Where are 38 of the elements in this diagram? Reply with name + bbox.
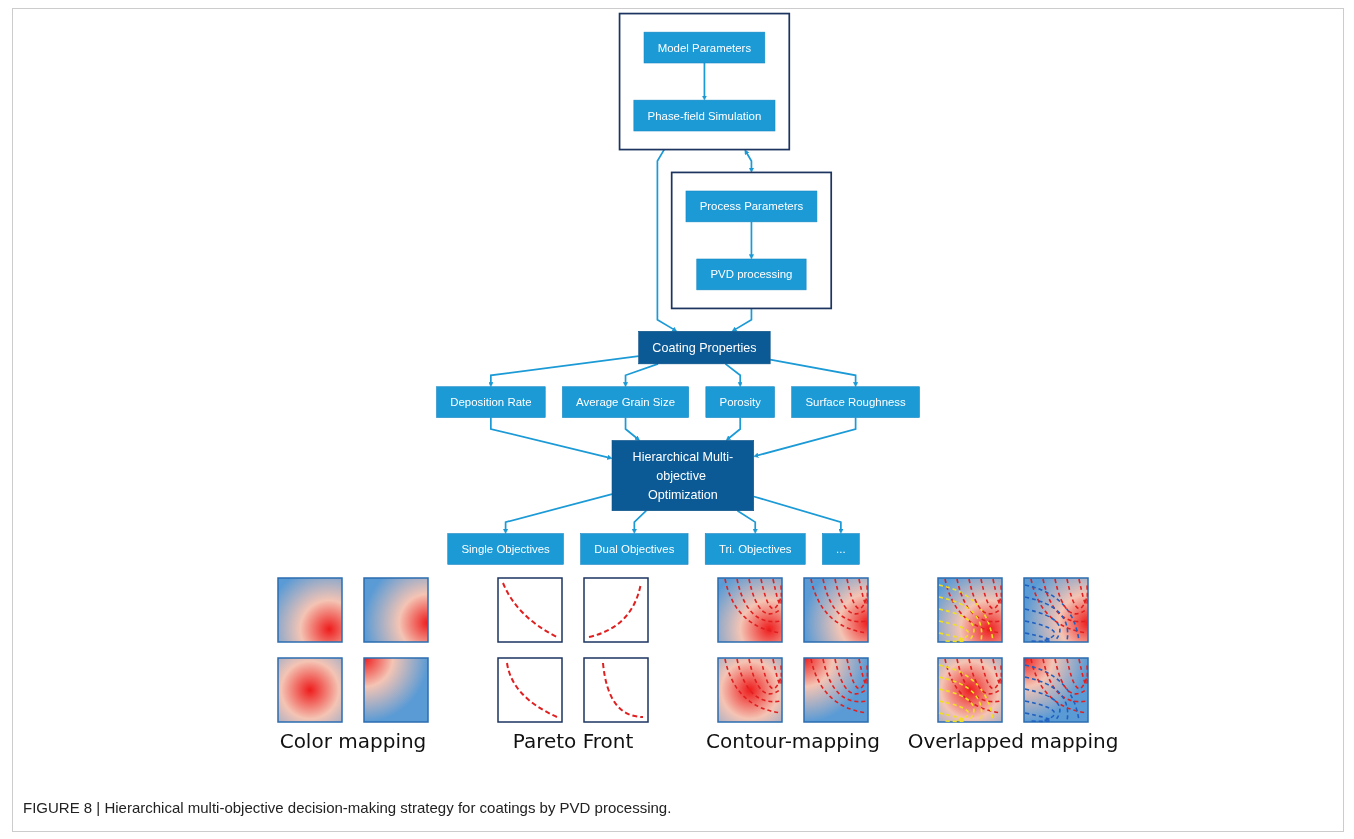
arrow [748,221,754,260]
arrow [631,509,648,534]
arrow [752,495,844,534]
arrow [490,416,613,460]
node-box: Process Parameters [685,190,818,223]
node-box: Deposition Rate [436,386,546,418]
node-box: Phase-field Simulation [633,99,776,132]
arrow [744,149,754,173]
arrow [736,509,758,534]
picture-label: Contour-mapping [706,729,880,753]
node-box: ... [822,533,860,565]
node-box: Hierarchical Multi-objective Optimization [611,440,754,511]
picture-label: Color mapping [279,729,427,753]
node-box: Surface Roughness [791,386,920,418]
node-box: Model Parameters [643,31,766,64]
arrow [503,493,613,534]
arrow [488,355,640,387]
node-box: Porosity [705,386,775,418]
arrow [753,416,857,458]
picture-label: Overlapped mapping [907,729,1119,753]
cluster [670,171,833,310]
picture-label: Pareto Front [512,729,634,753]
node-box: PVD processing [696,258,807,291]
node-box: Dual Objectives [580,533,689,565]
arrow [701,62,707,101]
arrow [725,416,742,441]
arrow [769,358,859,387]
node-box: Single Objectives [447,533,564,565]
arrow [624,416,640,441]
node-box: Average Grain Size [562,386,689,418]
cluster [618,12,791,151]
node-box: Tri. Objectives [704,533,806,565]
figure-caption: FIGURE 8 | Hierarchical multi-objective decision-making strategy for coatings by PVD processing. [23,799,672,816]
arrow [623,363,659,387]
arrow [724,363,743,387]
node-box: Coating Properties [638,331,771,365]
arrow [656,148,677,332]
arrow [731,307,753,332]
